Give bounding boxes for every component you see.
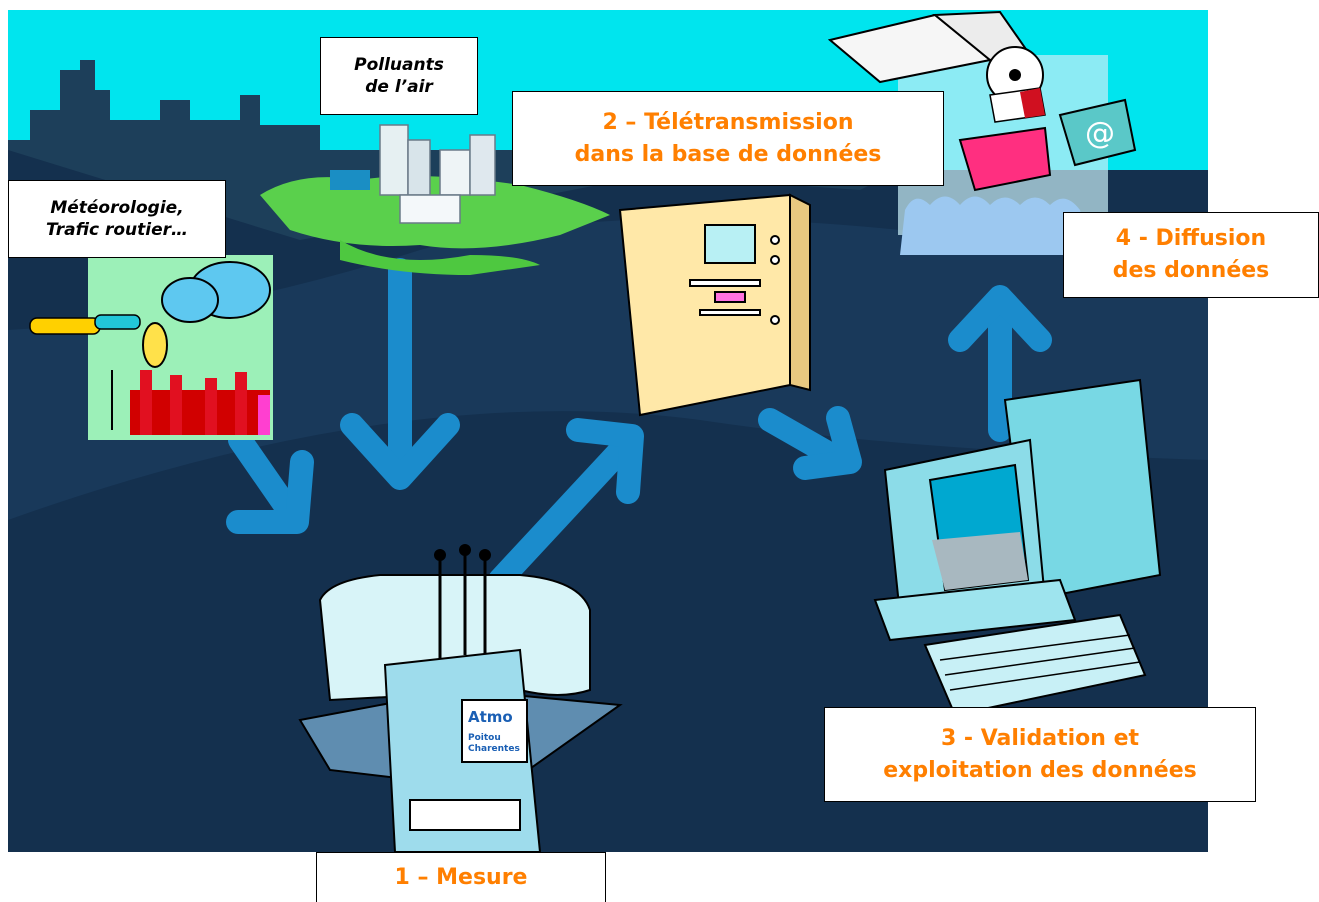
label-step4-diffusion: 4 - Diffusion des données [1063,212,1319,298]
label-meteo-line1: Météorologie, [50,198,184,218]
station-logo-region2: Charentes [468,744,520,754]
station-logo-brand: Atmo [468,708,513,726]
label-meteo: Météorologie, Trafic routier… [8,180,226,258]
arrow-server-to-computer [758,406,862,480]
computer-icon [873,378,1162,717]
label-meteo-line2: Trafic routier… [46,220,188,240]
arrow-station-to-server [488,418,644,592]
arrow-city-to-station [340,258,460,490]
label-polluants-line2: de l’air [365,77,433,97]
label-step1-line1: 1 – Mesure [394,864,528,890]
label-step3-line2: exploitation des données [883,757,1197,783]
label-step2-teletransmission: 2 – Télétransmission dans la base de don… [512,91,944,186]
svg-text:@: @ [1085,116,1115,151]
label-step4-line1: 4 - Diffusion [1115,226,1267,251]
label-step3-line1: 3 - Validation et [940,725,1140,751]
station-logo-region1: Poitou [468,733,501,743]
label-polluants: Polluants de l’air [320,37,478,115]
arrow-computer-to-diffusion [948,285,1052,442]
label-step2-line2: dans la base de données [574,141,882,167]
label-step3-validation: 3 - Validation et exploitation des donné… [824,707,1256,802]
hill [8,218,1208,520]
city-icon [260,124,610,275]
server-icon [618,193,811,417]
arrow-weather-to-station [226,428,314,534]
weather-factory-icon [29,255,273,440]
label-step2-line1: 2 – Télétransmission [602,109,854,135]
label-step4-line2: des données [1112,258,1270,283]
label-step1-mesure: 1 – Mesure [316,852,606,902]
station-icon [298,544,623,853]
label-polluants-line1: Polluants [354,55,444,75]
